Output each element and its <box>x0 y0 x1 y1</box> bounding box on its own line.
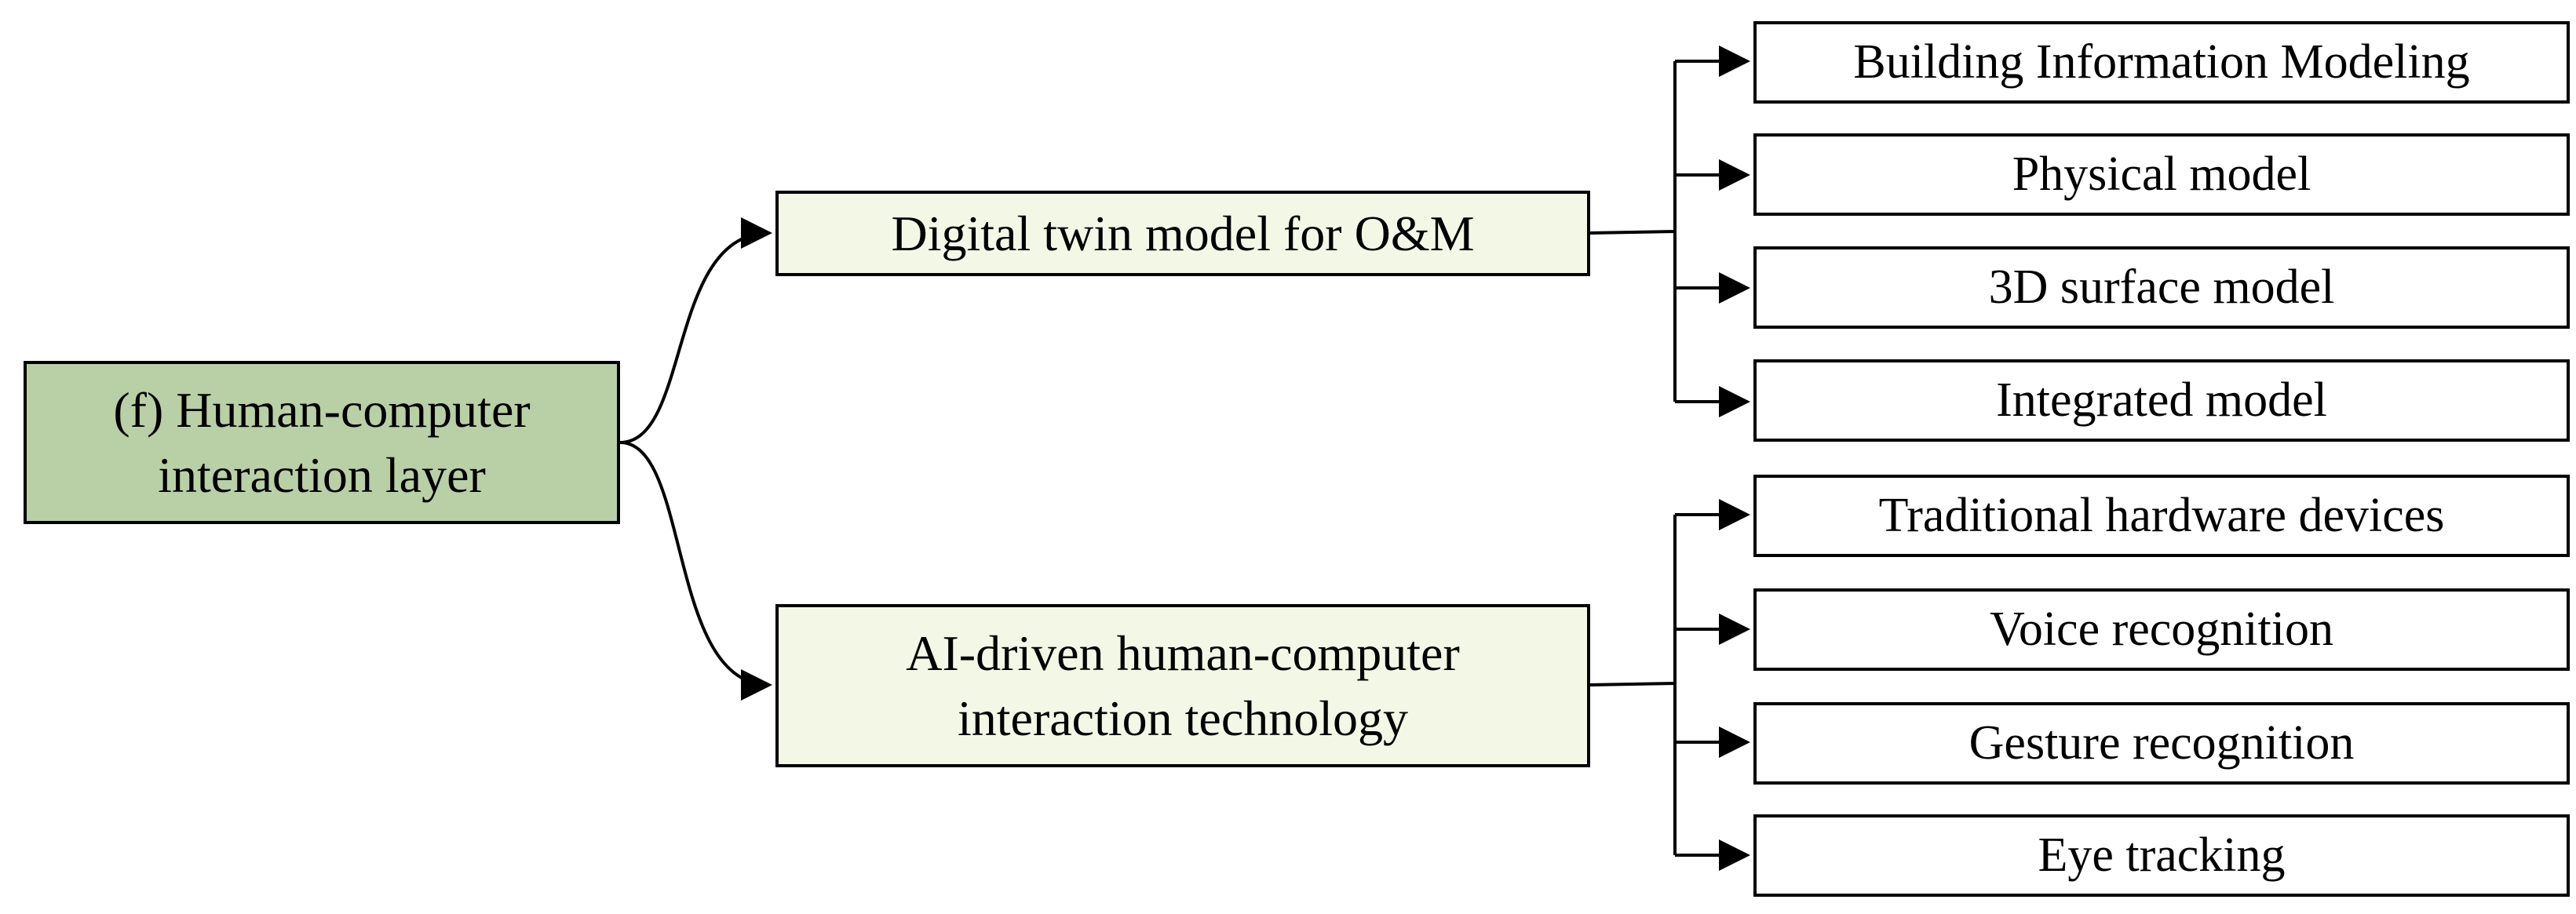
leaf-node-traditional-hardware: Traditional hardware devices <box>1753 475 2570 557</box>
leaf-node-label: Building Information Modeling <box>1853 35 2470 89</box>
leaf-node-gesture-recognition: Gesture recognition <box>1753 702 2570 785</box>
branch-node-ai-hci: AI-driven human-computer interaction tec… <box>775 604 1590 767</box>
leaf-node-label: Gesture recognition <box>1968 716 2355 770</box>
root-node-label: (f) Human-computer interaction layer <box>113 381 531 503</box>
branch-node-label: Digital twin model for O&M <box>891 205 1475 261</box>
connector-root-to-branch-2 <box>619 441 772 701</box>
connector-branch-2-trunk <box>1589 515 1677 855</box>
connector-branch-1-trunk <box>1589 61 1677 402</box>
leaf-node-3d-surface-model: 3D surface model <box>1753 246 2570 329</box>
leaf-node-label: Integrated model <box>1996 373 2327 428</box>
leaf-node-voice-recognition: Voice recognition <box>1753 588 2570 671</box>
leaf-node-integrated-model: Integrated model <box>1753 359 2570 442</box>
branch-node-label: AI-driven human-computer interaction tec… <box>906 625 1460 746</box>
leaf-node-label: Traditional hardware devices <box>1878 489 2445 543</box>
branch-node-digital-twin: Digital twin model for O&M <box>775 191 1590 276</box>
root-node: (f) Human-computer interaction layer <box>24 361 620 524</box>
leaf-node-label: 3D surface model <box>1988 260 2335 315</box>
connector-root-to-branch-1 <box>619 217 772 444</box>
leaf-node-bim: Building Information Modeling <box>1753 21 2570 104</box>
leaf-node-label: Physical model <box>2012 147 2311 202</box>
leaf-node-eye-tracking: Eye tracking <box>1753 814 2570 897</box>
leaf-node-label: Eye tracking <box>2038 828 2286 883</box>
leaf-node-label: Voice recognition <box>1990 603 2333 657</box>
leaf-node-physical-model: Physical model <box>1753 133 2570 216</box>
